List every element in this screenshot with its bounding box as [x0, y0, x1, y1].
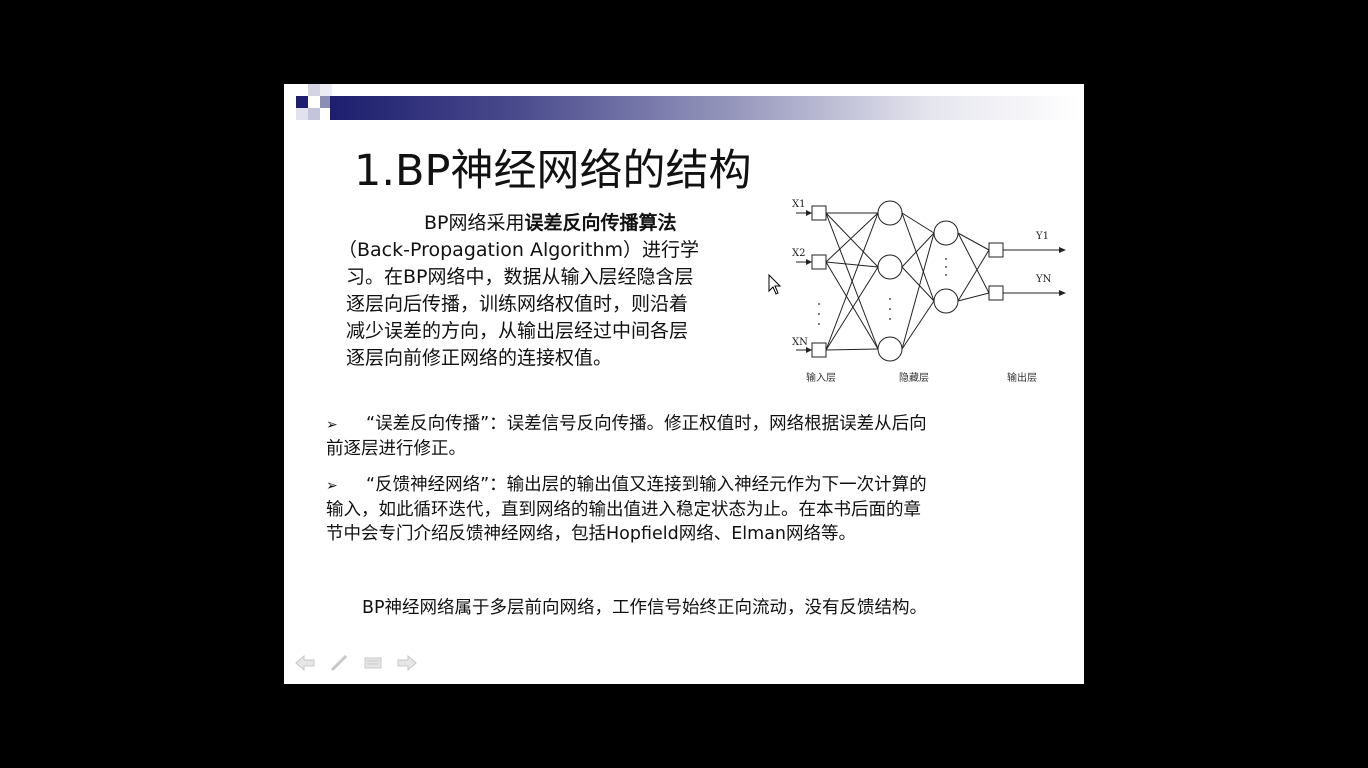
- header-band: [330, 96, 1084, 120]
- neural-network-diagram: X1 X2 XN Y1 YN 输入层 隐藏层 输出层: [792, 199, 1066, 384]
- layer-label-input: 输入层: [806, 371, 836, 384]
- decor-square: [296, 108, 308, 120]
- paragraph-line: （Back-Propagation Algorithm）进行学: [338, 239, 700, 261]
- paragraph-line: BP网络采用误差反向传播算法: [424, 212, 677, 234]
- input-label-xn: XN: [792, 337, 808, 348]
- bullet-line: 前逐层进行修正。: [326, 439, 466, 459]
- pen-icon[interactable]: [328, 654, 350, 672]
- slide: 1.BP神经网络的结构 BP网络采用误差反向传播算法 （Back-Propaga…: [284, 84, 1084, 684]
- next-arrow-icon[interactable]: [396, 654, 418, 672]
- layer-label-hidden: 隐藏层: [899, 372, 929, 384]
- mouse-cursor-icon: [768, 274, 782, 295]
- output-label-y1: Y1: [1035, 231, 1049, 242]
- bullet-arrow-icon: ➢: [326, 417, 338, 433]
- decor-square: [308, 84, 320, 96]
- paragraph-line: 逐层向后传播，训练网络权值时，则沿着: [346, 293, 689, 315]
- decor-square: [308, 108, 320, 120]
- output-label-yn: YN: [1035, 274, 1052, 285]
- decor-square: [296, 96, 308, 108]
- paragraph-line: 习。在BP网络中，数据从输入层经隐含层: [346, 266, 694, 288]
- previous-arrow-icon[interactable]: [294, 654, 316, 672]
- intro-paragraph: BP网络采用误差反向传播算法 （Back-Propagation Algorit…: [338, 210, 761, 372]
- slide-title: 1.BP神经网络的结构: [354, 146, 752, 196]
- summary-note: BP神经网络属于多层前向网络，工作信号始终正向流动，没有反馈结构。: [362, 598, 928, 618]
- decor-square: [320, 84, 332, 96]
- menu-icon[interactable]: [362, 654, 384, 672]
- decor-square: [320, 96, 332, 108]
- bullet-line: ➢“误差反向传播”：误差信号反向传播。修正权值时，网络根据误差从后向: [326, 412, 1026, 437]
- bullet-item: ➢“反馈神经网络”：输出层的输出值又连接到输入神经元作为下一次计算的 输入，如此…: [326, 473, 1026, 546]
- paragraph-line: 逐层向前修正网络的连接权值。: [346, 347, 613, 369]
- layer-label-output: 输出层: [1007, 371, 1037, 384]
- bullet-line: 输入，如此循环迭代，直到网络的输出值进入稳定状态为止。在本书后面的章: [326, 500, 921, 520]
- bullet-line: 节中会专门介绍反馈神经网络，包括Hopfield网络、Elman网络等。: [326, 524, 857, 544]
- input-label-x1: X1: [792, 199, 805, 210]
- bullet-item: ➢“误差反向传播”：误差信号反向传播。修正权值时，网络根据误差从后向 前逐层进行…: [326, 412, 1026, 461]
- bullet-line: ➢“反馈神经网络”：输出层的输出值又连接到输入神经元作为下一次计算的: [326, 473, 1026, 498]
- bullet-arrow-icon: ➢: [326, 478, 338, 494]
- paragraph-line: 减少误差的方向，从输出层经过中间各层: [346, 320, 689, 342]
- input-label-x2: X2: [792, 248, 805, 259]
